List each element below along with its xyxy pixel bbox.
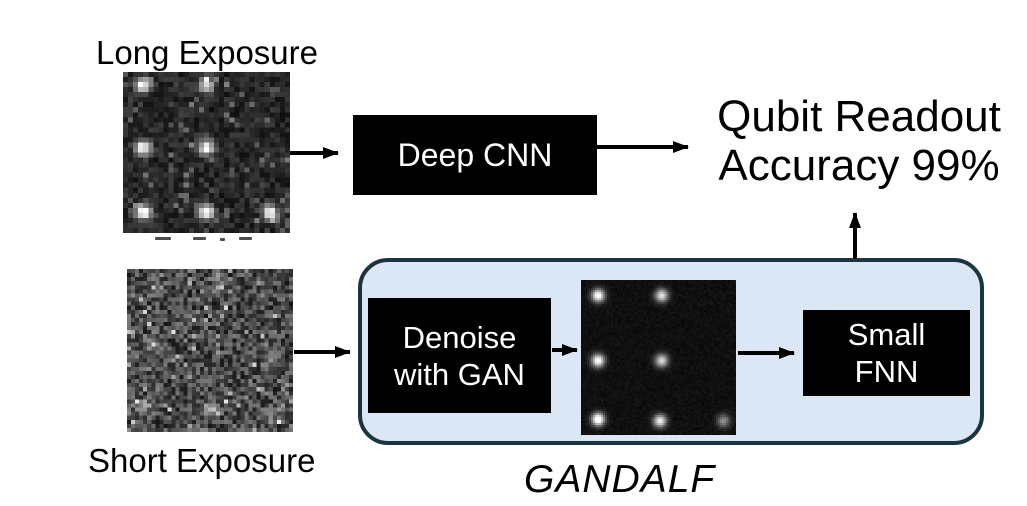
gandalf-caption: GANDALF <box>524 458 716 501</box>
qubit-readout-accuracy-line1: Qubit Readout <box>717 92 1001 141</box>
deep-cnn-box: Deep CNN <box>353 115 597 195</box>
qubit-readout-accuracy-line2: Accuracy 99% <box>718 141 1000 190</box>
denoise-gan-box: Denoise with GAN <box>368 298 551 413</box>
short-exposure-image <box>127 269 293 432</box>
short-exposure-label: Short Exposure <box>88 442 316 479</box>
denoise-gan-label-line1: Denoise <box>402 319 517 355</box>
small-fnn-label-line2: FNN <box>854 354 919 389</box>
small-fnn-label-line1: Small <box>847 317 926 352</box>
denoised-image <box>581 280 736 435</box>
deep-cnn-label: Deep CNN <box>397 136 553 173</box>
denoise-gan-label-line2: with GAN <box>394 356 525 392</box>
small-fnn-box: Small FNN <box>803 310 970 396</box>
long-exposure-image <box>123 72 290 233</box>
qubit-readout-accuracy-text: Qubit Readout Accuracy 99% <box>689 92 1027 190</box>
long-exposure-label: Long Exposure <box>96 34 318 71</box>
